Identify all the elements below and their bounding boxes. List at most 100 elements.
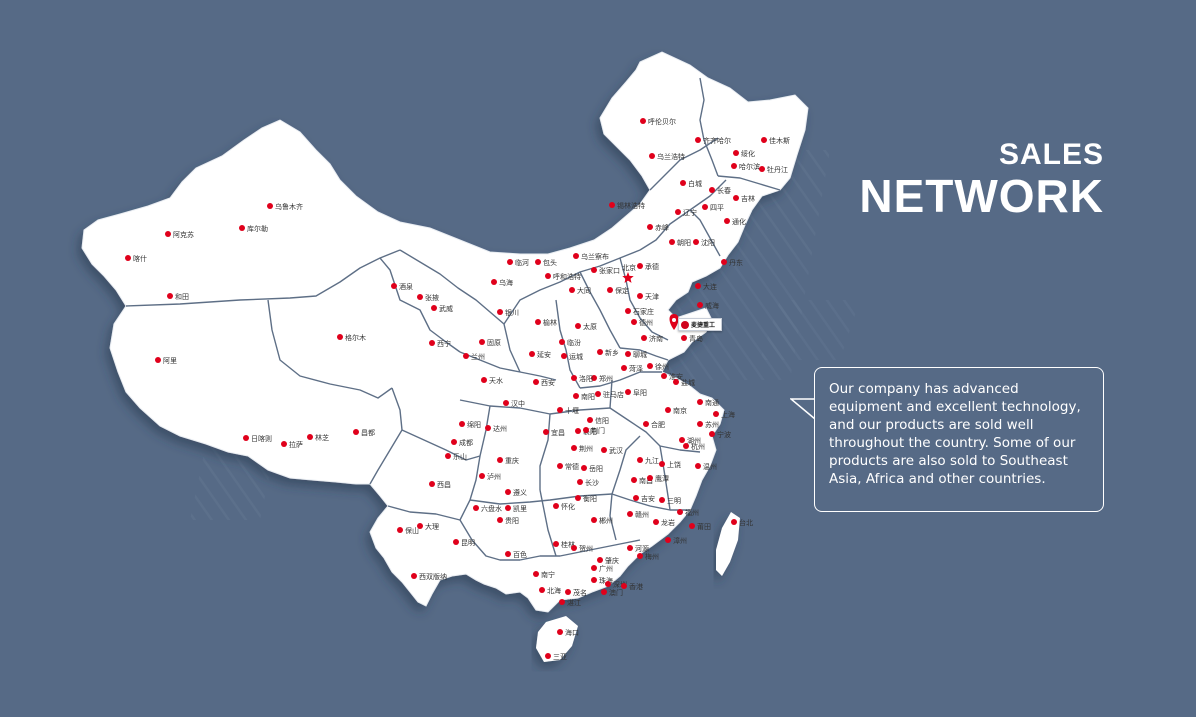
city-label: 呼和浩特 [553,272,581,281]
city-dot [601,589,607,595]
city-label: 西安 [541,378,555,387]
city-label: 南昌 [639,476,653,485]
city-dot [545,273,551,279]
city-label: 昌都 [361,429,375,437]
city-dot [697,302,703,308]
city-label: 张掖 [425,293,439,302]
city-label: 梅州 [645,552,659,561]
city-label: 大同 [577,286,591,295]
city-label: 海口 [565,628,579,637]
city-label: 辽宁 [683,208,697,217]
city-dot [689,523,695,529]
city-label: 泸州 [487,472,501,481]
city-label: 乌兰浩特 [657,152,685,161]
description-callout: Our company has advanced equipment and e… [814,367,1104,512]
city-dot [591,577,597,583]
city-label: 台北 [739,518,753,527]
city-dot [125,255,131,261]
city-label: 湛江 [567,599,581,607]
city-label: 珠海 [599,576,613,585]
city-label: 日喀则 [251,434,272,443]
city-dot [565,589,571,595]
city-dot [165,231,171,237]
city-dot [643,421,649,427]
city-label: 凯里 [513,504,527,513]
city-dot [463,353,469,359]
city-dot [647,363,653,369]
city-label: 湖州 [687,436,701,445]
city-label: 威海 [705,301,719,310]
city-label: 丹东 [729,258,743,267]
city-label: 桂林 [561,540,575,549]
city-dot [571,375,577,381]
city-label: 襄阳 [583,427,597,436]
city-label: 榆林 [543,318,557,327]
city-dot [607,287,613,293]
callout-tail [790,398,816,420]
city-label: 通化 [732,217,746,226]
city-label: 固原 [487,339,501,347]
city-label: 菏泽 [629,364,643,373]
city-label: 莆田 [697,522,711,531]
city-dot [397,527,403,533]
city-label: 阿里 [163,356,177,365]
city-dot [661,373,667,379]
city-label: 龙岩 [661,518,675,527]
city-dot [239,225,245,231]
city-label: 杭州 [691,442,705,451]
city-dot [505,505,511,511]
city-label: 南宁 [541,570,555,579]
city-label: 六盘水 [481,504,502,513]
city-dot [731,519,737,525]
city-label: 赣州 [635,510,649,519]
city-label: 西双版纳 [419,572,447,581]
city-dot [473,505,479,511]
city-label: 酒泉 [399,282,413,291]
city-label: 拉萨 [289,440,303,449]
city-dot [591,375,597,381]
city-label: 承德 [645,262,659,271]
city-label: 洛阳 [579,374,593,383]
city-label: 汉中 [511,399,525,408]
city-dot [243,435,249,441]
city-dot [595,391,601,397]
city-label: 香港 [629,582,643,591]
city-label: 西昌 [437,481,451,489]
city-dot [693,239,699,245]
city-label: 临河 [515,258,529,267]
city-dot [559,599,565,605]
city-label: 漳州 [673,536,687,545]
city-label: 南阳 [581,392,595,401]
city-dot [695,283,701,289]
city-label: 澳门 [609,588,623,597]
city-dot [267,203,273,209]
city-label: 延安 [537,350,551,359]
city-dot [731,163,737,169]
city-dot [557,629,563,635]
city-dot [640,118,646,124]
city-dot [553,503,559,509]
city-dot [631,477,637,483]
city-label: 哈尔滨 [739,162,760,171]
city-dot [677,509,683,515]
capital-star-icon [622,272,634,283]
city-label: 肇庆 [605,556,619,565]
city-label: 呼伦贝尔 [648,117,676,126]
city-label: 昆明 [461,539,475,547]
city-dot [429,481,435,487]
city-dot [649,153,655,159]
city-dot [417,294,423,300]
city-label: 宁波 [717,430,731,439]
city-dot [605,581,611,587]
city-label: 达州 [493,424,507,433]
city-dot [557,407,563,413]
city-label: 徐州 [655,362,669,371]
city-dot [353,429,359,435]
city-label: 和田 [175,292,189,301]
city-label: 运城 [569,353,583,361]
city-label: 茂名 [573,588,587,597]
city-label: 乌海 [499,278,513,287]
city-label: 鹰潭 [655,474,669,483]
city-dot [571,545,577,551]
city-dot [625,308,631,314]
